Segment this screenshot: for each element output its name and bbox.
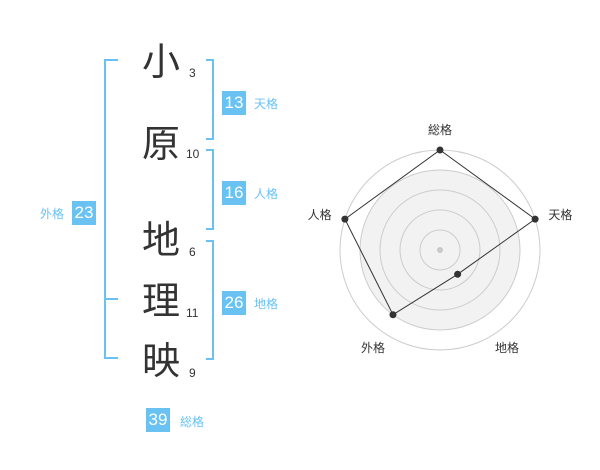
jinkaku-badge: 16	[222, 181, 246, 205]
gaikaku-label: 外格	[40, 207, 65, 221]
stroke-count-1: 3	[189, 66, 196, 80]
radar-ring-1	[419, 229, 461, 271]
radar-center-dot	[437, 247, 443, 253]
soukaku-label: 総格	[180, 415, 205, 429]
radar-axis-label-5: 人格	[308, 207, 332, 222]
radar-axis-label-4: 外格	[361, 340, 385, 355]
stroke-count-2: 10	[186, 147, 200, 161]
name-char-5: 映	[142, 339, 181, 383]
stroke-count-4: 11	[186, 306, 199, 320]
radar-point-5	[341, 215, 349, 223]
radar-point-2	[531, 215, 539, 223]
radar-ring-3	[379, 189, 501, 311]
radar-point-4	[389, 311, 397, 319]
stroke-count-3: 6	[189, 245, 196, 259]
gaikaku-badge: 23	[72, 201, 96, 225]
name-char-3: 地	[142, 218, 181, 262]
radar-ring-2	[399, 209, 481, 291]
radar-point-3	[454, 270, 462, 278]
jinkaku-label: 人格	[254, 187, 279, 201]
tenkaku-badge: 13	[222, 91, 246, 115]
name-char-1: 小	[142, 40, 181, 84]
gaikaku-bracket-tick	[104, 298, 118, 300]
name-char-2: 原	[142, 122, 181, 166]
soukaku-badge: 39	[146, 408, 170, 432]
chikaku-badge: 26	[222, 291, 246, 315]
tenkaku-bracket	[206, 59, 214, 140]
radar-point-1	[436, 146, 444, 154]
gaikaku-bracket	[104, 59, 118, 359]
jinkaku-bracket	[206, 149, 214, 230]
stroke-count-5: 9	[189, 366, 196, 380]
radar-axis-label-1: 総格	[428, 122, 452, 137]
radar-axis-label-3: 地格	[495, 340, 519, 355]
name-char-4: 理	[142, 279, 181, 323]
tenkaku-label: 天格	[254, 97, 279, 111]
chikaku-label: 地格	[254, 297, 279, 311]
radar-axis-label-2: 天格	[548, 207, 572, 222]
radar-data-polygon	[344, 149, 536, 316]
chikaku-bracket	[206, 240, 214, 360]
